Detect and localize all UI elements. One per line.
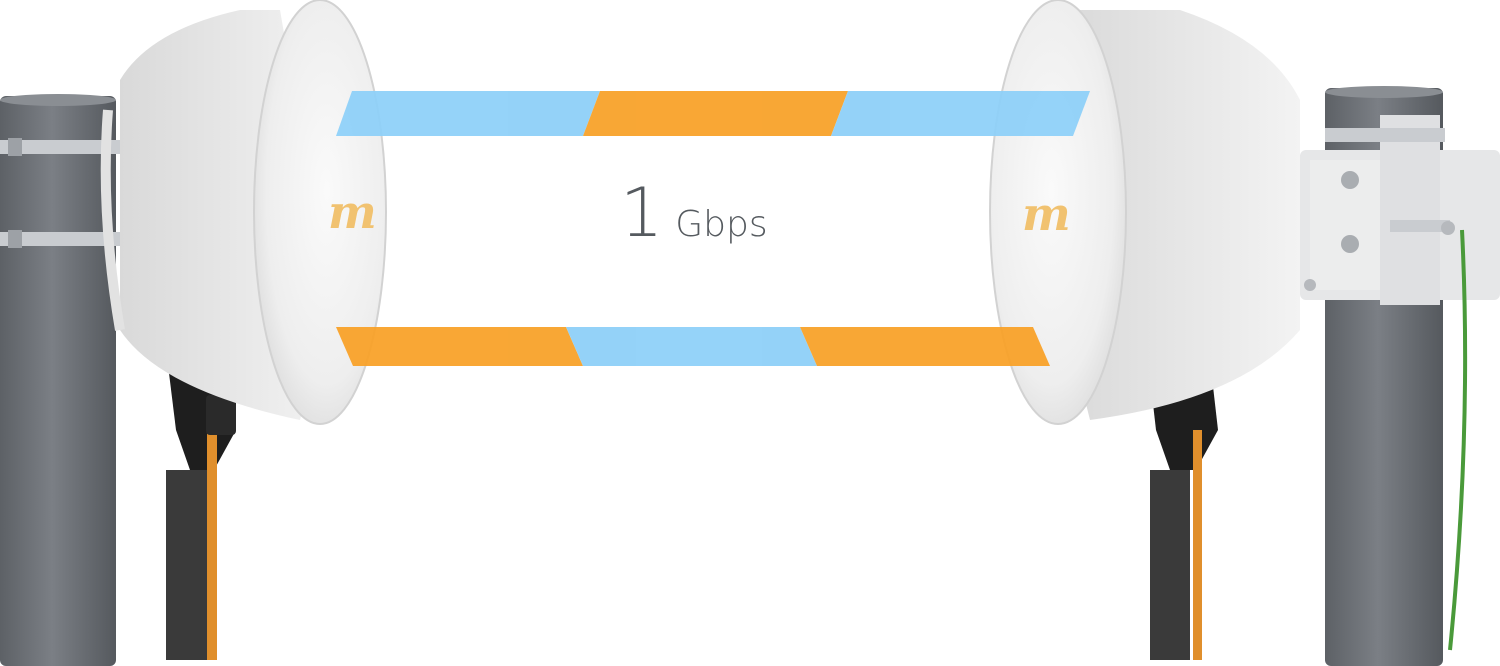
lower-band-blue-segment — [566, 327, 817, 366]
left-ethernet-cable — [166, 470, 210, 660]
upper-signal-band — [336, 91, 1090, 136]
left-pole-clamp-lower — [0, 232, 120, 246]
left-pole-clamp-upper — [0, 140, 120, 154]
left-cables — [166, 365, 236, 660]
lower-band-orange-segment-1 — [336, 327, 583, 366]
lower-band-orange-segment-2 — [800, 327, 1050, 366]
left-brand-logo: m — [328, 185, 377, 239]
upper-band-blue-segment-1 — [336, 91, 600, 136]
link-speed-value: 1 — [620, 174, 664, 253]
left-fiber-cable-orange — [207, 400, 217, 660]
right-ethernet-cable — [1150, 470, 1190, 660]
upper-band-blue-segment-2 — [831, 91, 1090, 136]
left-mounting-pole — [0, 94, 120, 666]
right-ground-wire-green — [1448, 229, 1468, 651]
lower-signal-band — [336, 327, 1050, 366]
right-brand-logo: m — [1022, 187, 1071, 241]
link-speed-label: 1 Gbps — [620, 180, 768, 248]
left-radio-unit — [100, 0, 387, 425]
right-fiber-cable-orange — [1193, 430, 1202, 660]
right-mounting-bracket — [1300, 115, 1500, 305]
upper-band-orange-segment — [583, 91, 848, 136]
link-speed-unit: Gbps — [675, 204, 768, 245]
